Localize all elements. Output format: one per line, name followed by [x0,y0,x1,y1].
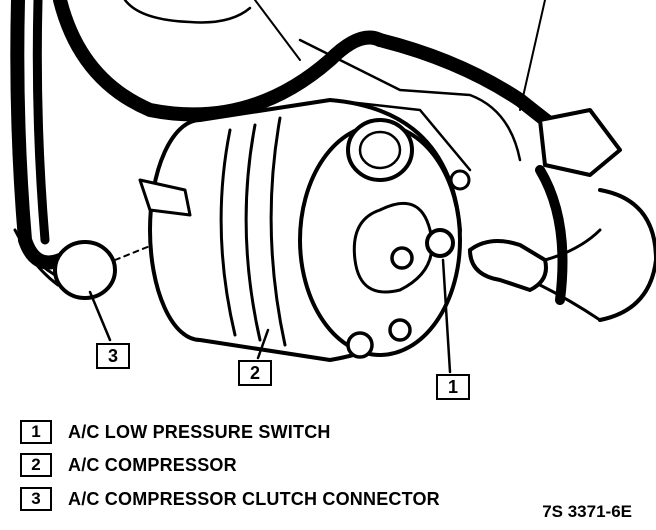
leader-line-2 [256,328,270,360]
engine-background-line [254,0,301,61]
legend-row-2: 2 A/C COMPRESSOR [20,451,237,479]
callout-box-1: 1 [436,374,470,400]
legend-number: 3 [20,487,52,511]
compressor-illustration [10,0,656,374]
wiring-harness-loop [53,0,387,122]
leader-line-1 [441,258,452,374]
compressor-mounting-ear [138,178,192,217]
legend-label: A/C LOW PRESSURE SWITCH [68,421,331,442]
engine-background-line [519,0,546,111]
callout-box-3: 3 [96,343,130,369]
switch-connector-wires [538,228,602,322]
callout-box-2: 2 [238,360,272,386]
legend-label: A/C COMPRESSOR [68,454,237,475]
legend-number: 1 [20,420,52,444]
legend-row-1: 1 A/C LOW PRESSURE SWITCH [20,418,331,446]
compressor-port-inner [358,130,402,170]
compressor-bolt [388,318,412,342]
compressor-rib [219,128,237,337]
figure-id: 7S 3371-6E [542,502,632,521]
mounting-bracket [538,108,622,177]
legend-row-3: 3 A/C COMPRESSOR CLUTCH CONNECTOR [20,485,440,513]
engine-pulley [598,188,656,322]
compressor-rib [269,116,287,347]
wiring-harness-left [10,0,67,270]
leader-line-3 [88,290,112,342]
legend-label: A/C COMPRESSOR CLUTCH CONNECTOR [68,488,440,509]
engine-background-line [123,0,252,24]
legend-number: 2 [20,453,52,477]
compressor-mount-lobes [352,201,434,294]
compressor-bolt [346,331,374,359]
clutch-connector-wires [13,228,60,287]
wiring-harness-left-inner [32,0,50,245]
compressor-bolt [449,169,471,191]
wiring-harness-down [535,165,568,305]
compressor-bolt [390,246,414,270]
switch-connector-body [468,239,548,292]
compressor-port [346,118,414,182]
low-pressure-switch [425,228,455,258]
compressor-rib [244,123,262,342]
clutch-connector [53,240,117,300]
